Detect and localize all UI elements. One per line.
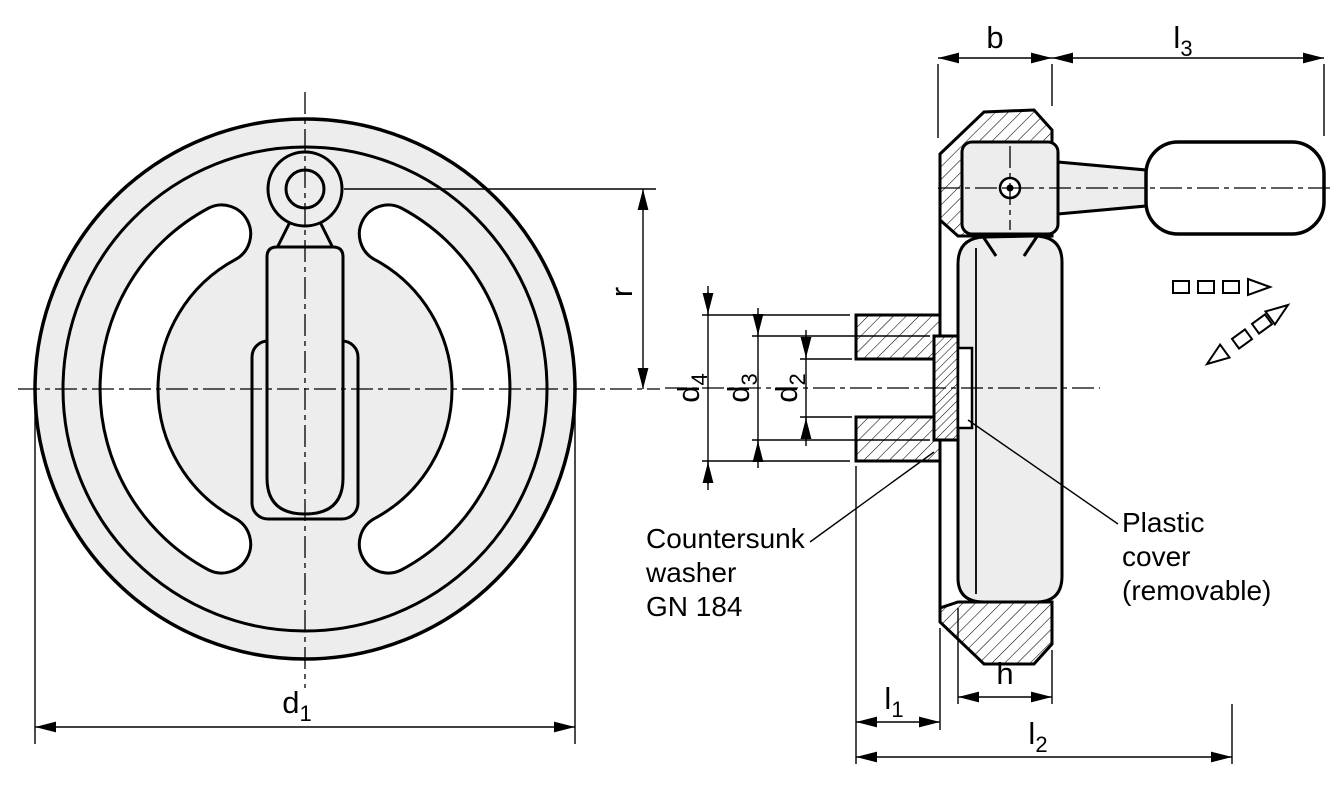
note-line: (removable) [1122, 575, 1271, 606]
note-line: cover [1122, 541, 1190, 572]
dimension-d2-label: d2 [769, 373, 810, 403]
rim-section-bottom [938, 600, 1054, 666]
boss-transition-line [980, 234, 998, 257]
dimension-l1-label: l1 [884, 681, 903, 722]
dimension-d1-label: d1 [282, 685, 312, 726]
dimension-r: r [344, 188, 656, 389]
hub-section-bottom [854, 415, 942, 463]
dimension-l2: l2 [856, 704, 1233, 764]
dimension-b: b [937, 20, 1053, 138]
side-view [665, 108, 1332, 666]
fold-arrow-diagonal-icon [1204, 303, 1291, 366]
wheel-face-section [956, 234, 1064, 604]
right-spoke-cutout [357, 203, 512, 575]
note-line: Countersunk [646, 523, 806, 554]
dimension-b-label: b [986, 20, 1003, 55]
dimension-d3-label: d3 [721, 373, 762, 403]
dimension-h: h [957, 608, 1053, 704]
dimension-d4: d4 [671, 286, 850, 490]
dimension-d3: d3 [721, 308, 930, 468]
dimension-d4-label: d4 [671, 373, 712, 403]
dimension-l2-label: l2 [1028, 716, 1047, 757]
dimension-d1: d1 [34, 400, 576, 744]
note-line: GN 184 [646, 591, 743, 622]
dimension-h-label: h [996, 656, 1013, 691]
dimension-l3: l3 [1052, 20, 1325, 136]
left-spoke-cutout [98, 203, 253, 575]
leader-line [967, 419, 1119, 525]
front-view [18, 92, 660, 688]
note-line: Plastic [1122, 507, 1204, 538]
dimension-l1: l1 [855, 466, 941, 764]
countersunk-washer-note: Countersunk washer GN 184 [645, 451, 935, 622]
hub-section-top [854, 313, 942, 361]
dimension-d2: d2 [769, 330, 852, 446]
dimension-l3-label: l3 [1173, 20, 1192, 61]
leader-line [809, 451, 935, 543]
boss-transition-line [1022, 234, 1040, 257]
plastic-cover-note: Plastic cover (removable) [967, 419, 1271, 606]
fold-arrow-right-icon [1172, 277, 1273, 297]
dimension-r-label: r [604, 287, 639, 297]
note-line: washer [645, 557, 736, 588]
